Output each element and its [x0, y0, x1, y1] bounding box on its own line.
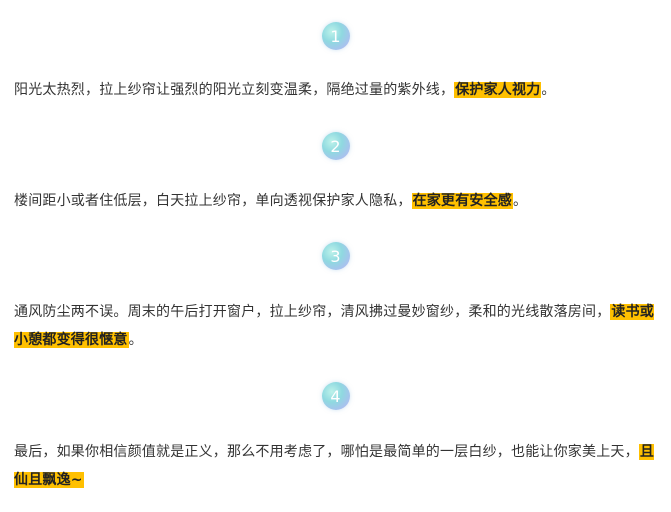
step-number-badge: 4: [321, 382, 350, 410]
paragraph-3: 通风防尘两不误。周末的午后打开窗户，拉上纱帘，清风拂过曼妙窗纱，柔和的光线散落房…: [14, 298, 657, 354]
paragraph-text: 阳光太热烈，拉上纱帘让强烈的阳光立刻变温柔，隔绝过量的紫外线，: [14, 82, 455, 98]
section-2: 2: [0, 132, 671, 160]
paragraph-end: 。: [541, 82, 556, 98]
highlight-text: 在家更有安全感: [411, 193, 514, 209]
section-1: 1: [0, 22, 671, 50]
paragraph-1: 阳光太热烈，拉上纱帘让强烈的阳光立刻变温柔，隔绝过量的紫外线，保护家人视力。: [14, 76, 657, 104]
highlight-text: 保护家人视力: [454, 82, 542, 98]
step-number-badge: 2: [321, 132, 350, 160]
paragraph-text: 楼间距小或者住低层，白天拉上纱帘，单向透视保护家人隐私，: [14, 193, 412, 209]
paragraph-4: 最后，如果你相信颜值就是正义，那么不用考虑了，哪怕是最简单的一层白纱，也能让你家…: [14, 438, 657, 494]
paragraph-text: 通风防尘两不误。周末的午后打开窗户，拉上纱帘，清风拂过曼妙窗纱，柔和的光线散落房…: [14, 304, 611, 320]
step-number-badge: 1: [321, 22, 350, 50]
paragraph-end: 。: [128, 332, 143, 348]
paragraph-end: 。: [513, 193, 528, 209]
section-4: 4: [0, 382, 671, 410]
paragraph-2: 楼间距小或者住低层，白天拉上纱帘，单向透视保护家人隐私，在家更有安全感。: [14, 187, 657, 215]
section-3: 3: [0, 242, 671, 270]
step-number-badge: 3: [321, 242, 350, 270]
paragraph-text: 最后，如果你相信颜值就是正义，那么不用考虑了，哪怕是最简单的一层白纱，也能让你家…: [14, 444, 639, 460]
